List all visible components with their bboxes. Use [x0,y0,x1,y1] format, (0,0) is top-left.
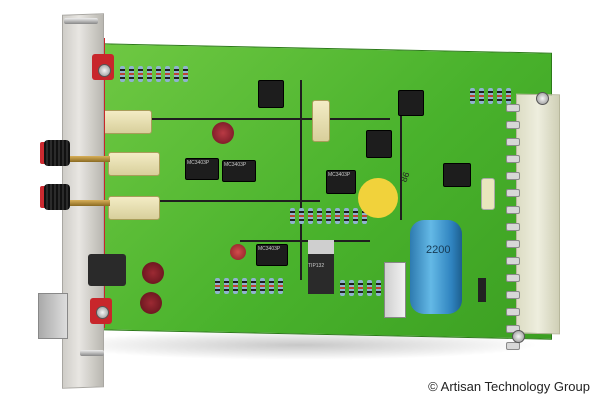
mounting-screw [96,306,109,319]
knob-cap [40,186,46,208]
edge-connector [516,93,560,335]
resistor-row [290,208,367,224]
electrolytic-capacitor [410,220,462,314]
knob-cap [40,142,46,164]
trimmer-potentiometer [312,100,330,142]
fuse [140,292,162,314]
resistor-row [470,88,511,104]
ic-chip [443,163,471,187]
trimmer-potentiometer [108,196,160,220]
mounting-screw [536,92,549,105]
adjustment-knob[interactable] [44,140,70,166]
ic-chip: MC3403P [326,170,356,194]
ceramic-resistor [481,178,495,210]
logo-mark [358,178,398,218]
trace [240,240,370,242]
ic-chip [366,130,392,158]
trace [400,100,402,220]
adjustment-knob[interactable] [44,184,70,210]
mounting-screw [98,64,111,77]
pot-shaft [70,156,110,162]
diode [478,278,486,302]
fuse [142,262,164,284]
trimmer-potentiometer [100,110,152,134]
capacitor-label: 2200 [426,244,451,256]
trace [140,200,320,202]
voltage-regulator: TIP132 [308,240,334,294]
capacitor-red [230,244,246,260]
ic-chip: MC3403P [256,244,288,266]
panel-connector [88,254,126,286]
resistor-row [215,278,283,294]
connector-pins [506,104,520,350]
trimmer-potentiometer [108,152,160,176]
ic-chip: MC3403P [222,160,256,182]
ic-chip [258,80,284,108]
resistor-row [340,280,381,296]
ic-chip: MC3403P [185,158,219,180]
trace [300,80,302,280]
fuse-holder [384,262,406,318]
thumb-screw[interactable] [80,350,104,356]
capacitor-red [212,122,234,144]
pot-shaft [70,200,110,206]
ic-chip [398,90,424,116]
panel-bracket [38,293,68,339]
resistor-row [120,66,188,82]
trace [150,118,390,120]
watermark: © Artisan Technology Group [428,379,590,394]
mounting-screw [512,330,525,343]
thumb-screw[interactable] [64,18,98,24]
